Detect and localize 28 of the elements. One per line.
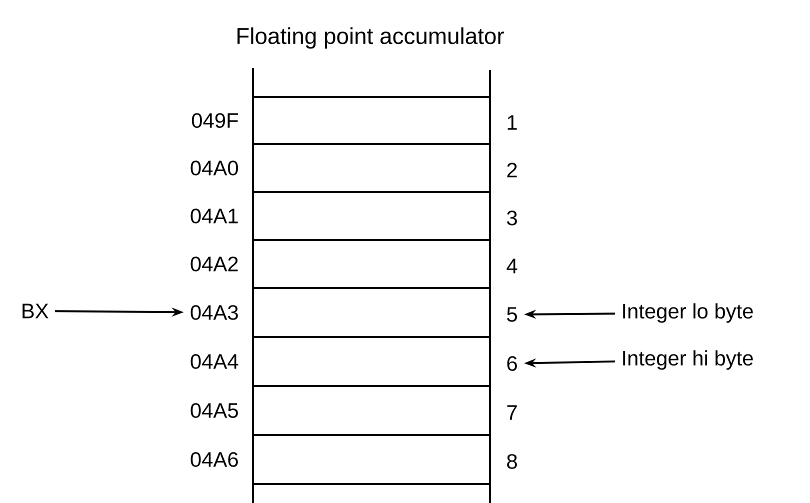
address-label: 04A3 bbox=[190, 305, 238, 320]
memory-cell bbox=[252, 287, 491, 338]
byte-number: 7 bbox=[507, 405, 517, 420]
memory-cell bbox=[252, 385, 491, 436]
pointer-label: Integer lo byte bbox=[623, 303, 753, 323]
byte-number: 1 bbox=[508, 115, 517, 130]
memory-cell bbox=[252, 191, 491, 241]
memory-cell bbox=[252, 434, 491, 485]
memory-cell bbox=[252, 336, 491, 387]
pointer-label: Integer hi byte bbox=[623, 350, 753, 370]
byte-number: 4 bbox=[506, 258, 518, 274]
address-label: 04A2 bbox=[190, 256, 238, 272]
address-label: 04A1 bbox=[190, 208, 238, 224]
memory-cell bbox=[252, 239, 491, 289]
byte-number: 8 bbox=[507, 454, 517, 469]
byte-number: 3 bbox=[507, 210, 517, 226]
memory-cell bbox=[252, 143, 491, 193]
address-label: 049F bbox=[192, 113, 238, 128]
memory-cell bbox=[252, 96, 491, 145]
byte-number: 6 bbox=[507, 356, 517, 371]
address-label: 04A5 bbox=[190, 403, 238, 418]
pointer-label: BX bbox=[22, 304, 48, 318]
byte-number: 5 bbox=[507, 307, 517, 322]
address-label: 04A4 bbox=[190, 354, 238, 369]
title: Floating point accumulator bbox=[238, 27, 504, 49]
address-label: 04A6 bbox=[190, 452, 238, 467]
address-label: 04A0 bbox=[190, 160, 238, 176]
byte-number: 2 bbox=[507, 162, 517, 178]
